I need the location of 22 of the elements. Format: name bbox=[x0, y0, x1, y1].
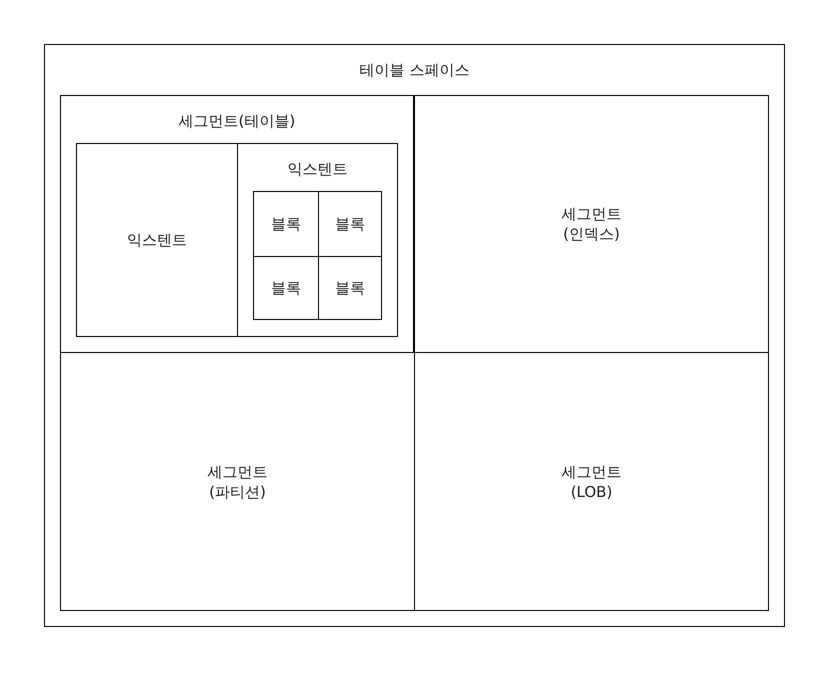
box-label: 블록 bbox=[335, 278, 365, 298]
box-label: 블록 bbox=[271, 214, 301, 234]
box-label: 블록 bbox=[335, 214, 365, 234]
box-label: 익스텐트 bbox=[288, 159, 348, 179]
box-label: 세그먼트 (LOB) bbox=[562, 462, 622, 502]
segment-box bbox=[60, 352, 415, 611]
box-label: 세그먼트(테이블) bbox=[178, 111, 296, 131]
box-label: 익스텐트 bbox=[127, 230, 187, 250]
block-cell bbox=[253, 256, 319, 320]
segment-box bbox=[60, 95, 414, 353]
block-cell bbox=[318, 191, 382, 257]
block-cell bbox=[318, 256, 382, 320]
extent-box bbox=[237, 143, 398, 337]
block-cell bbox=[253, 191, 319, 257]
segment-box bbox=[414, 352, 769, 611]
box-label: 테이블 스페이스 bbox=[360, 60, 470, 80]
box-label: 세그먼트 (인덱스) bbox=[562, 204, 622, 244]
tablespace-box bbox=[44, 44, 785, 627]
box-label: 블록 bbox=[271, 278, 301, 298]
segment-box bbox=[414, 95, 769, 353]
extent-box bbox=[76, 143, 238, 337]
box-label: 세그먼트 (파티션) bbox=[208, 462, 268, 502]
